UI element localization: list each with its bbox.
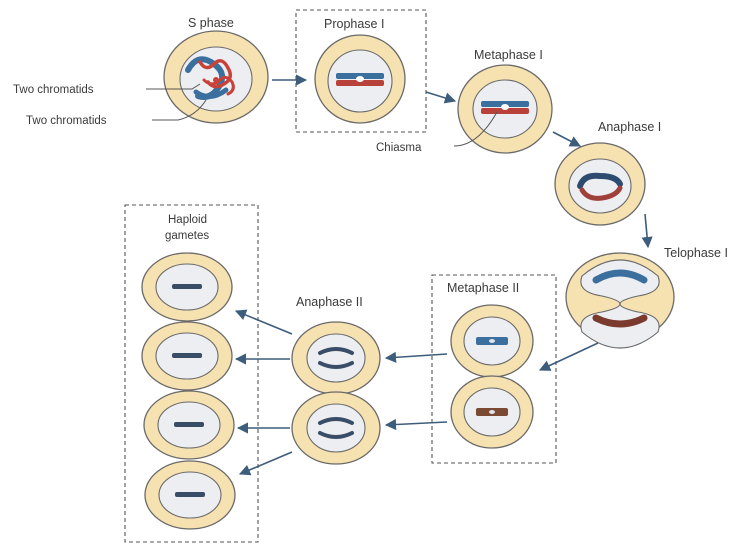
label-two-chromatids-a: Two chromatids — [13, 84, 94, 96]
arrow-telophase-to-metaphase-2 — [540, 343, 598, 370]
label-telophase-1: Telophase I — [664, 246, 728, 260]
label-haploid: Haploid — [168, 214, 207, 226]
prophase-1-cell — [315, 35, 405, 123]
label-metaphase-1: Metaphase I — [474, 48, 543, 62]
label-s-phase: S phase — [188, 16, 234, 30]
gamete-cell-3 — [144, 391, 234, 459]
arrow-ana2-to-gamete-4 — [240, 452, 292, 474]
metaphase-2-cell-bottom — [451, 376, 533, 448]
arrow-ana2-to-gamete-1 — [236, 311, 292, 334]
label-two-chromatids-b: Two chromatids — [26, 115, 107, 127]
label-anaphase-2: Anaphase II — [296, 295, 363, 309]
telophase-1-cell — [566, 253, 674, 348]
arrow-anaphase-to-telophase — [645, 214, 648, 247]
metaphase-2-cell-top — [451, 305, 533, 377]
arrow-metaphase-to-anaphase — [553, 132, 580, 146]
gamete-cell-4 — [145, 461, 235, 529]
gamete-cell-2 — [142, 322, 232, 390]
s-phase-cell — [164, 31, 268, 123]
anaphase-2-cell-bottom — [292, 392, 380, 464]
gamete-cell-1 — [142, 253, 232, 321]
metaphase-1-cell — [458, 65, 552, 153]
arrow-meta2-to-ana2-bottom — [386, 422, 447, 425]
label-metaphase-2: Metaphase II — [447, 281, 519, 295]
label-prophase-1: Prophase I — [324, 17, 384, 31]
arrow-prophase-to-metaphase — [426, 92, 455, 101]
anaphase-1-cell — [555, 143, 645, 225]
label-chiasma: Chiasma — [376, 142, 422, 154]
label-gametes: gametes — [165, 230, 209, 242]
label-anaphase-1: Anaphase I — [598, 120, 661, 134]
anaphase-2-cell-top — [292, 322, 380, 394]
arrow-meta2-to-ana2-top — [386, 354, 447, 358]
